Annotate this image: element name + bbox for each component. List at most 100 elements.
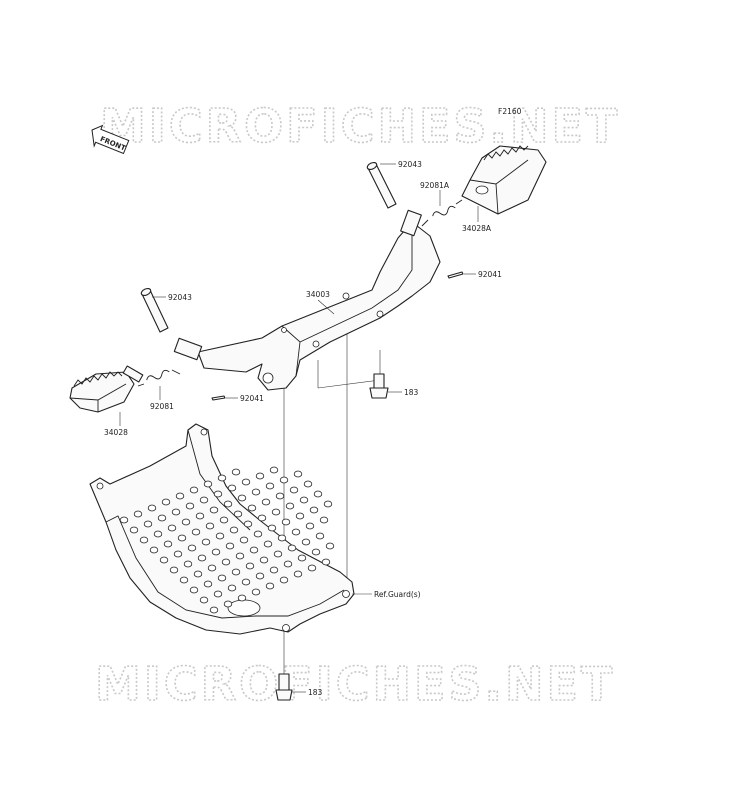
vent-hole bbox=[261, 498, 271, 506]
vent-hole bbox=[277, 534, 287, 542]
label-pin-right: 92043 bbox=[398, 160, 422, 169]
vent-hole bbox=[197, 554, 207, 562]
vent-hole bbox=[301, 538, 311, 546]
vent-hole bbox=[265, 582, 275, 590]
cotter-right bbox=[447, 271, 464, 279]
vent-hole bbox=[157, 514, 167, 522]
vent-hole bbox=[279, 476, 289, 484]
vent-hole bbox=[245, 562, 255, 570]
vent-hole bbox=[237, 594, 247, 602]
vent-hole bbox=[227, 484, 237, 492]
vent-hole bbox=[235, 552, 245, 560]
vent-hole bbox=[253, 530, 263, 538]
vent-hole bbox=[171, 508, 181, 516]
vent-hole bbox=[215, 532, 225, 540]
vent-hole bbox=[251, 488, 261, 496]
vent-hole bbox=[199, 496, 209, 504]
vent-hole bbox=[299, 496, 309, 504]
vent-hole bbox=[265, 482, 275, 490]
vent-hole bbox=[191, 528, 201, 536]
vent-hole bbox=[133, 510, 143, 518]
vent-hole bbox=[129, 526, 139, 534]
vent-hole bbox=[181, 518, 191, 526]
vent-hole bbox=[193, 570, 203, 578]
footpeg-right bbox=[461, 145, 547, 215]
vent-hole bbox=[255, 572, 265, 580]
vent-hole bbox=[295, 512, 305, 520]
label-cotter-right: 92041 bbox=[478, 270, 502, 279]
vent-hole bbox=[203, 580, 213, 588]
vent-hole bbox=[281, 518, 291, 526]
vent-hole bbox=[303, 480, 313, 488]
cotter-left bbox=[211, 395, 226, 401]
vent-hole bbox=[311, 548, 321, 556]
pin-left bbox=[140, 288, 169, 333]
vent-hole bbox=[143, 520, 153, 528]
vent-hole bbox=[231, 568, 241, 576]
vent-hole bbox=[187, 544, 197, 552]
vent-hole bbox=[241, 578, 251, 586]
vent-hole bbox=[223, 600, 233, 608]
vent-hole bbox=[213, 490, 223, 498]
label-cotter-left: 92041 bbox=[240, 394, 264, 403]
vent-hole bbox=[153, 530, 163, 538]
footpeg-left bbox=[69, 365, 144, 413]
vent-hole bbox=[203, 480, 213, 488]
vent-hole bbox=[285, 502, 295, 510]
vent-hole bbox=[211, 548, 221, 556]
vent-hole bbox=[287, 544, 297, 552]
vent-hole bbox=[297, 554, 307, 562]
vent-hole bbox=[159, 556, 169, 564]
vent-hole bbox=[199, 596, 209, 604]
vent-hole bbox=[315, 532, 325, 540]
vent-hole bbox=[139, 536, 149, 544]
vent-hole bbox=[185, 502, 195, 510]
pin-right bbox=[366, 162, 397, 209]
vent-hole bbox=[239, 536, 249, 544]
vent-hole bbox=[323, 500, 333, 508]
vent-hole bbox=[319, 516, 329, 524]
vent-hole bbox=[249, 546, 259, 554]
watermark-top: MICROFICHES.NET bbox=[100, 99, 620, 153]
vent-hole bbox=[255, 472, 265, 480]
vent-hole bbox=[289, 486, 299, 494]
vent-hole bbox=[257, 514, 267, 522]
vent-hole bbox=[119, 516, 129, 524]
vent-hole bbox=[209, 606, 219, 614]
vent-hole bbox=[217, 574, 227, 582]
vent-hole bbox=[273, 550, 283, 558]
vent-hole bbox=[313, 490, 323, 498]
vent-hole bbox=[241, 478, 251, 486]
vent-hole bbox=[177, 534, 187, 542]
vent-hole bbox=[221, 558, 231, 566]
vent-hole bbox=[293, 570, 303, 578]
vent-hole bbox=[195, 512, 205, 520]
label-spring-right: 92081A bbox=[420, 181, 450, 190]
vent-hole bbox=[263, 540, 273, 548]
vent-hole bbox=[251, 588, 261, 596]
vent-hole bbox=[267, 524, 277, 532]
vent-hole bbox=[201, 538, 211, 546]
watermark-bottom: MICROFICHES.NET bbox=[95, 657, 615, 711]
vent-hole bbox=[247, 504, 257, 512]
vent-hole bbox=[147, 504, 157, 512]
vent-hole bbox=[227, 584, 237, 592]
main-bracket bbox=[173, 209, 441, 391]
label-footpeg-right: 34028A bbox=[462, 224, 492, 233]
vent-hole bbox=[219, 516, 229, 524]
vent-hole bbox=[205, 522, 215, 530]
vent-hole bbox=[207, 564, 217, 572]
vent-hole bbox=[307, 564, 317, 572]
vent-hole bbox=[225, 542, 235, 550]
vent-hole bbox=[163, 540, 173, 548]
vent-hole bbox=[209, 506, 219, 514]
label-guard-ref: Ref.Guard(s) bbox=[374, 590, 421, 599]
guard-plate bbox=[89, 423, 355, 635]
vent-hole bbox=[189, 486, 199, 494]
vent-hole bbox=[213, 590, 223, 598]
vent-hole bbox=[309, 506, 319, 514]
label-bolt-lower: 183 bbox=[308, 688, 323, 697]
label-bracket: 34003 bbox=[306, 290, 330, 299]
